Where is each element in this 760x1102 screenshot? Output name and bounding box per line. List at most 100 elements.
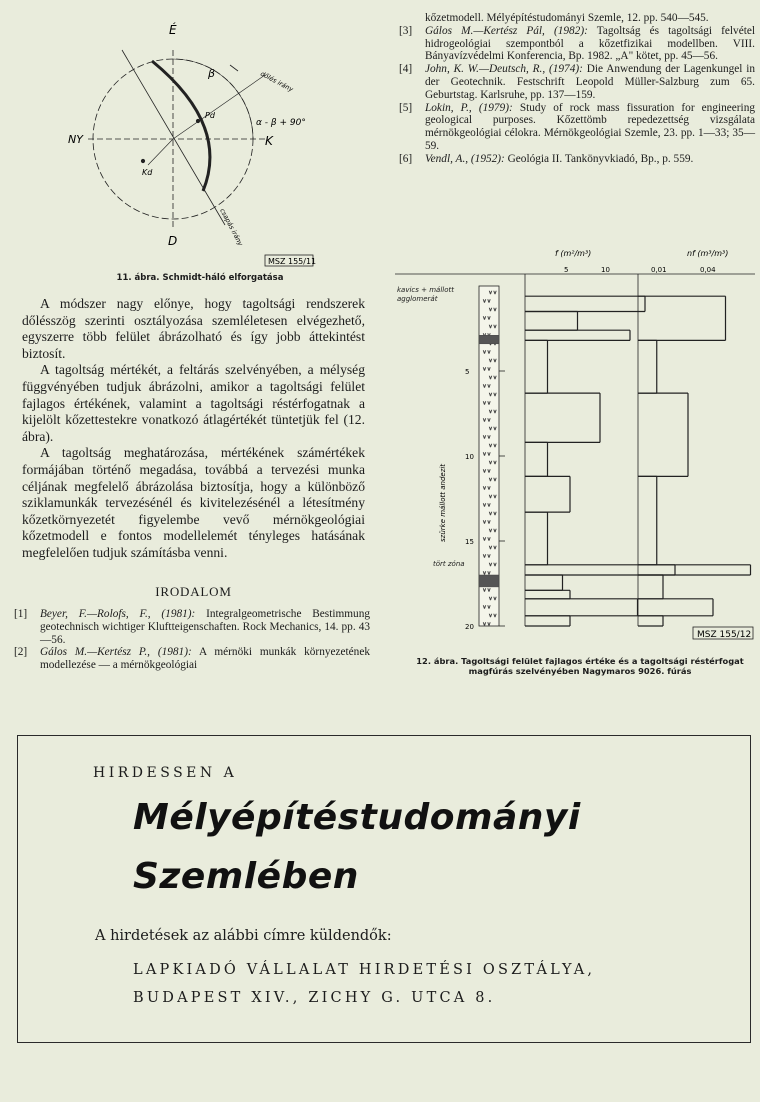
label-east: K [265,134,274,148]
reference-number: [1] [14,608,28,620]
reference-text: Study of rock mass fissuration for engin… [425,101,755,152]
reference-number: [5] [399,101,413,114]
ad-address-line: LAPKIADÓ VÁLLALAT HIRDETÉSI OSZTÁLYA, [133,962,596,978]
axis-right-tick: 0,04 [700,266,716,274]
lithology-mark: v v [489,494,497,500]
axis-left-label: f (m²/m³) [555,249,591,258]
lithology-mark: v v [483,486,491,492]
lithology-mark: v v [483,452,491,458]
reference-number: [2] [14,646,28,659]
lithology-mark: v v [483,350,491,356]
lithology-mark: v v [489,477,497,483]
ad-subtitle: A hirdetések az alábbi címre küldendők: [95,928,392,944]
lithology-bottom-label: tört zóna [433,560,465,568]
reference-item: [4]John, K. W.—Deutsch, R., (1974): Die … [399,63,755,101]
references-heading: IRODALOM [155,584,232,599]
body-text: A módszer nagy előnye, hogy tagoltsági r… [22,296,365,562]
reference-authors: Gálos M.—Kertész Pál, (1982): [425,24,588,37]
label-beta: β [207,67,215,80]
ad-heading: HIRDESSEN A [93,765,238,781]
lithology-mark: v v [483,588,491,594]
lithology-mark: v v [489,528,497,534]
lithology-mark: v v [483,316,491,322]
label-kd: Kd [142,168,153,177]
lithology-mark: v v [489,426,497,432]
references-right-column: kőzetmodell. Mélyépítéstudományi Szemle,… [399,12,755,166]
reference-item: [5] Lokin, P., (1979): Study of rock mass… [399,102,755,153]
paragraph: A tagoltság meghatározása, mértékének sz… [22,445,365,560]
reference-item: [3] Gálos M.—Kertész Pál, (1982): Tagolts… [399,25,755,63]
figure-11-caption: 11. ábra. Schmidt-háló elforgatása [116,273,284,283]
lithology-mark: v v [483,401,491,407]
label-formula: α - β + 90° [256,118,306,128]
figure-12-caption-line: 12. ábra. Tagoltsági felület fajlagos ér… [416,656,744,666]
paragraph: A tagoltság mértékét, a feltárás szelvén… [22,362,365,444]
lithology-mark: v v [483,571,491,577]
lithology-mark: v v [489,324,497,330]
figure-11-schmidt-net: É NY K D β dőlés irány Pd Kd α - β + 90°… [68,22,316,267]
lithology-mark: v v [483,418,491,424]
lithology-mark: v v [483,367,491,373]
label-rotation-direction: csapás irány [218,207,244,247]
lithology-mark: v v [483,554,491,560]
lithology-mark: v v [489,596,497,602]
lithology-mark: v v [489,545,497,551]
axis-left-tick: 5 [564,266,568,274]
figure-12-borehole-chart: v v v v v v v v v v v v v v v v v v v v v v v v v v v… [395,249,755,640]
paragraph: A módszer nagy előnye, hogy tagoltsági r… [22,296,365,361]
axis-right-tick: 0,01 [651,266,667,274]
references-left-column: [1]Beyer, F.—Rolofs, F., (1981): Integra… [14,608,370,672]
lithology-mark: v v [483,520,491,526]
label-west: NY [68,133,84,146]
reference-authors: Gálos M.—Kertész P., (1981): [40,646,192,659]
ad-title-line: Szemlében [133,856,359,897]
reference-authors: Lokin, P., (1979): [425,101,513,114]
lithology-mark: v v [489,358,497,364]
label-south: D [168,234,177,248]
reference-text: Integralgeometrische Bestimmung geotechn… [40,608,371,646]
depth-tick-label: 20 [465,623,474,631]
reference-text: Tagoltság és tagoltsági felvétel hidroge… [425,24,756,63]
lithology-mark: v v [489,307,497,313]
reference-continuation: kőzetmodell. Mélyépítéstudományi Szemle,… [399,12,755,25]
lithology-top-label: kavics + mállott agglomerát [397,286,455,303]
lithology-mark: v v [483,537,491,543]
lithology-mark: v v [483,469,491,475]
lithology-mark: v v [489,460,497,466]
label-north: É [169,22,177,37]
ad-address-line: BUDAPEST XIV., ZICHY G. UTCA 8. [133,990,496,1006]
lithology-dense-zone [478,335,500,345]
axis-right-label: nf (m³/m³) [687,249,728,258]
reference-text: kőzetmodell. Mélyépítéstudományi Szemle,… [425,12,709,24]
figure-12-caption: 12. ábra. Tagoltsági felület fajlagos ér… [400,656,760,676]
lithology-mark: v v [489,392,497,398]
reference-item: [2] Gálos M.—Kertész P., (1981): A mérnök… [14,646,370,672]
lithology-mark: v v [483,503,491,509]
lithology-mark: v v [483,435,491,441]
reference-text: Geológia II. Tankönyvkiadó, Bp., p. 559. [507,152,694,165]
reference-number: [6] [399,152,413,165]
lithology-mark: v v [489,341,497,347]
reference-number: [4] [399,63,413,76]
lithology-mark: v v [483,299,491,305]
reference-item: [1]Beyer, F.—Rolofs, F., (1981): Integra… [14,608,370,646]
reference-text: A mérnöki munkák környezetének modellezé… [40,646,370,672]
lithology-mark: v v [483,605,491,611]
lithology-mark: v v [489,290,497,296]
reference-authors: Vendl, A., (1952): [425,152,505,165]
reference-item: [6] Vendl, A., (1952): Geológia II. Tankö… [399,153,755,166]
lithology-mark: v v [489,511,497,517]
reference-number: [3] [399,24,413,37]
advertisement-box [17,735,751,1043]
label-dip-direction: dőlés irány [259,69,295,94]
lithology-mark: v v [489,443,497,449]
figure-12-caption-line: magfúrás szelvényében Nagymaros 9026. fú… [468,666,692,676]
lithology-mark: v v [483,622,491,628]
depth-tick-label: 10 [465,453,474,461]
depth-tick-label: 5 [465,368,469,376]
axis-left-tick: 10 [601,266,610,274]
label-pd: Pd [205,111,216,120]
lithology-middle-label: szürke mállott andezit [439,464,447,542]
lithology-mark: v v [483,384,491,390]
lithology-mark: v v [489,613,497,619]
